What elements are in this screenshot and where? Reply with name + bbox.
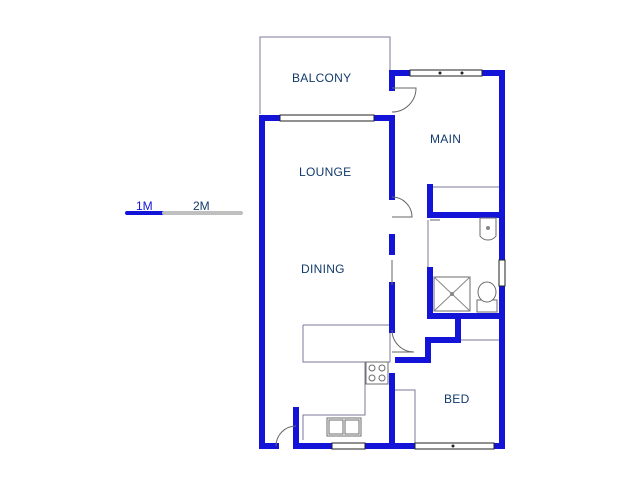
room-label-bed: BED xyxy=(444,392,470,406)
scale-bar: 1M 2M xyxy=(125,199,243,215)
scale-label-2m: 2M xyxy=(193,199,210,213)
room-label-lounge: LOUNGE xyxy=(299,165,351,179)
windows xyxy=(279,69,506,450)
room-label-main: MAIN xyxy=(430,132,461,146)
bathroom-fixtures xyxy=(433,217,498,313)
scale-label-1m: 1M xyxy=(136,199,153,213)
room-label-balcony: BALCONY xyxy=(292,71,351,85)
interior-thin-lines xyxy=(302,186,500,443)
room-label-dining: DINING xyxy=(301,262,345,276)
kitchen-fixtures xyxy=(326,361,389,437)
balcony-area xyxy=(259,36,391,114)
doors xyxy=(275,87,440,447)
walls xyxy=(259,70,505,449)
room-labels: BALCONY MAIN LOUNGE DINING BED xyxy=(292,71,470,406)
